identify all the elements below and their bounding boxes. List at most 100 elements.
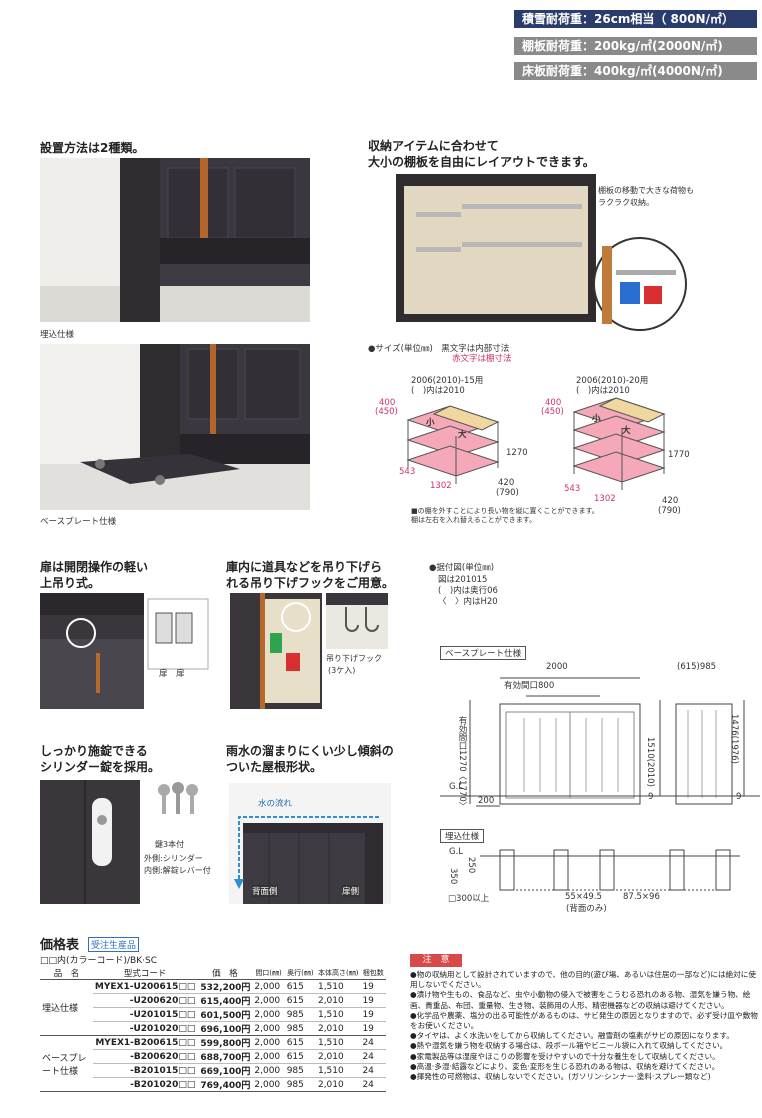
hook-title-1: 庫内に道具などを吊り下げら [226, 560, 383, 574]
depth: 985 [284, 1021, 316, 1036]
size-left-d1: 400 [379, 398, 396, 408]
lock-caption-3: 内側:解錠レバー付 [144, 866, 211, 875]
price: 599,800円 [197, 1035, 253, 1050]
model-code: -U201015□□ [92, 1007, 198, 1022]
depth: 985 [284, 1007, 316, 1022]
col-depth: 奥行(㎜) [284, 966, 316, 980]
width: 2,000 [252, 979, 285, 994]
width: 2,000 [252, 1077, 285, 1092]
shelf-photo [396, 172, 690, 332]
depth: 615 [284, 1035, 316, 1050]
price: 601,500円 [197, 1007, 253, 1022]
notes-title: 注 意 [410, 954, 462, 967]
price-table: 品 名 型式コード 価 格 間口(㎜) 奥行(㎜) 本体高さ(㎜) 梱包数 埋込… [40, 966, 386, 1092]
size-right-width: 1302 [594, 494, 616, 504]
drawing-dim1: 55×49.5 [565, 892, 602, 902]
size-left-big: 大 [458, 430, 467, 440]
price: 769,400円 [197, 1077, 253, 1092]
model-code: MYEX1-U200615□□ [92, 979, 198, 994]
price-subtitle: □□内(カラーコード)/BK·SC [40, 956, 157, 966]
size-left-width: 1302 [430, 481, 452, 491]
note-item: ●揮発性の可燃物は、収納しないでください。(ガソリン·シンナー·塗料·スプレー類… [410, 1072, 711, 1082]
spec-shelf-load: 棚板耐荷重：200kg/㎡(2000N/㎡) [514, 37, 757, 55]
drawing-embed-section [480, 849, 740, 891]
size-left-diagram [406, 405, 500, 484]
model-code: -B201015□□ [92, 1063, 198, 1078]
drawing-base-label: ベースプレート仕様 [440, 646, 527, 660]
height: 2,010 [315, 1077, 361, 1092]
drawing-legend-4: 〈 〉内はH20 [438, 597, 498, 607]
depth: 615 [284, 993, 316, 1008]
model-code: -U200620□□ [92, 993, 198, 1008]
baseplate-photo [40, 344, 310, 510]
depth: 985 [284, 1063, 316, 1078]
spec-snow-load: 積雪耐荷重：26cm相当（ 800N/㎡） [514, 10, 757, 28]
size-left-depth-left: 543 [399, 467, 416, 477]
col-code: 型式コード [92, 966, 198, 980]
size-left-height: 1270 [506, 448, 528, 458]
size-note-2: 棚は左右を入れ替えることができます。 [411, 516, 537, 524]
spec-floor-load: 床板耐荷重：400kg/㎡(4000N/㎡) [514, 62, 757, 80]
drawing-d350: 350 [448, 868, 458, 885]
price: 696,100円 [197, 1021, 253, 1036]
size-right-height: 1770 [668, 450, 690, 460]
lock-title-1: しっかり施錠できる [40, 744, 148, 758]
height: 1,510 [315, 1063, 361, 1078]
drawing-offset: 200 [478, 796, 495, 806]
price: 688,700円 [197, 1049, 253, 1064]
drawing-dim1b: (背面のみ) [566, 904, 607, 914]
note-item: ●漬け物や生もの、食品など、虫や小動物の侵入で被害をこうむる恐れのある物、湿気を… [410, 990, 751, 1010]
drawing-legend-1: ●据付図(単位㎜) [429, 563, 495, 573]
size-left-model-note: ( )内は2010 [411, 386, 465, 396]
drawing-embed-label: 埋込仕様 [440, 829, 485, 843]
size-left-small: 小 [426, 418, 435, 428]
roof-back-label: 背面側 [252, 885, 278, 897]
door-label-2: 扉 [176, 669, 185, 679]
shelf-title-2: 大小の棚板を自由にレイアウトできます。 [368, 155, 595, 169]
roof-title-1: 雨水の溜まりにくい少し傾斜の [226, 744, 394, 758]
lock-photo [40, 780, 140, 904]
size-legend-1: ●サイズ(単位㎜) 黒文字は内部寸法 [368, 344, 510, 354]
pack-count: 19 [360, 1021, 386, 1036]
size-right-diagram [572, 397, 666, 490]
price: 532,200円 [197, 979, 253, 994]
drawing-nine-2: 9 [736, 792, 742, 802]
drawing-gl2: G.L [449, 847, 464, 857]
drawing-nine-1: 9 [648, 792, 654, 802]
price-header-row: 品 名 型式コード 価 格 間口(㎜) 奥行(㎜) 本体高さ(㎜) 梱包数 [40, 966, 386, 980]
size-left-d2: (450) [375, 407, 398, 417]
depth: 985 [284, 1077, 316, 1092]
size-left-model: 2006(2010)-15用 [411, 376, 484, 386]
drawing-d250: 250 [466, 857, 476, 874]
install-title: 設置方法は2種類。 [40, 141, 145, 155]
drawing-h-open: 有効間口1270〈1770〉 [457, 716, 467, 811]
depth: 615 [284, 1049, 316, 1064]
roof-door-label: 扉側 [342, 885, 360, 897]
price: 615,400円 [197, 993, 253, 1008]
pack-count: 19 [360, 979, 386, 994]
drawing-legend-2: 図は201015 [438, 575, 488, 585]
embed-photo [40, 158, 310, 322]
door-photo [40, 593, 210, 709]
size-right-big: 大 [622, 426, 631, 436]
group-name: ベースプレート仕様 [40, 1035, 93, 1092]
model-code: -B201020□□ [92, 1077, 198, 1092]
size-legend-2: 赤文字は棚寸法 [452, 354, 512, 364]
width: 2,000 [252, 1007, 285, 1022]
drawing-h-side: 1476(1976) [729, 714, 739, 764]
size-right-model: 2006(2010)-20用 [576, 376, 649, 386]
group-name: 埋込仕様 [40, 979, 93, 1036]
model-code: -B200620□□ [92, 1049, 198, 1064]
note-item: ●タイヤは、よく水洗いをしてから収納してください。融雪剤の塩素がサビの原因になり… [410, 1031, 734, 1041]
col-width: 間口(㎜) [252, 966, 285, 980]
height: 1,510 [315, 1007, 361, 1022]
drawing-w-open: 有効間口800 [504, 681, 555, 691]
door-label-1: 扉 [159, 669, 168, 679]
roof-title-2: ついた屋根形状。 [226, 760, 323, 774]
shelf-title-1: 収納アイテムに合わせて [368, 139, 499, 153]
baseplate-caption: ベースプレート仕様 [40, 517, 117, 527]
